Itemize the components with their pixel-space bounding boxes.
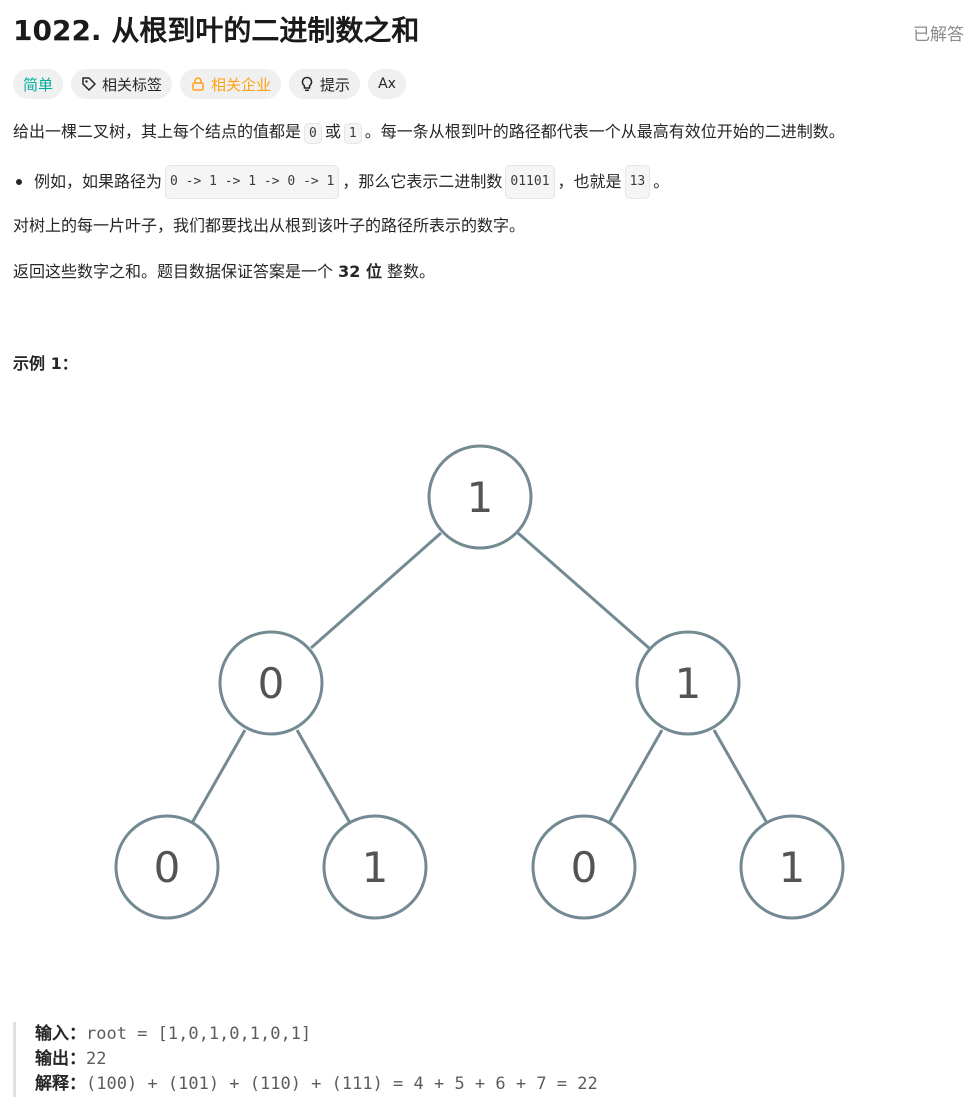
output-label: 输出：	[35, 1049, 86, 1069]
related-tags-label: 相关标签	[102, 75, 163, 94]
related-companies-label: 相关企业	[211, 75, 272, 94]
tree-node-root	[427, 444, 533, 550]
description-paragraph-4: 返回这些数字之和。题目数据保证答案是一个 32 位 整数。	[13, 262, 436, 281]
description-paragraph-3: 对树上的每一片叶子，我们都要找出从根到该叶子的路径所表示的数字。	[13, 216, 526, 235]
hint-label: 提示	[320, 75, 351, 94]
bold-32-bit: 32 位	[338, 262, 382, 281]
tree-node-label: 0	[154, 843, 181, 892]
tree-edge	[712, 729, 769, 824]
related-tags-button[interactable]: 相关标签	[71, 69, 173, 99]
inline-code-binary: 01101	[505, 165, 555, 199]
output-value: 22	[86, 1049, 107, 1069]
example-1-block: 输入：root = [1,0,1,0,1,0,1] 输出：22 解释：(100)…	[13, 1022, 598, 1097]
tree-node-right	[635, 630, 741, 736]
tree-node-label: 1	[467, 473, 494, 522]
difficulty-badge[interactable]: 简单	[13, 69, 64, 99]
example-output-row: 输出：22	[35, 1047, 598, 1072]
tree-node-left-left	[114, 814, 220, 920]
input-value: root = [1,0,1,0,1,0,1]	[86, 1024, 312, 1044]
inline-code-0: 0	[304, 123, 322, 144]
hint-button[interactable]: 提示	[289, 69, 361, 99]
problem-header: 1022. 从根到叶的二进制数之和 已解答	[13, 12, 966, 52]
lock-icon	[190, 76, 206, 92]
inline-code-1: 1	[343, 123, 362, 144]
example-explanation-row: 解释：(100) + (101) + (110) + (111) = 4 + 5…	[35, 1072, 598, 1097]
tree-node-label: 1	[675, 659, 702, 708]
tree-edge	[517, 531, 650, 650]
tree-node-left-right	[322, 814, 428, 920]
explanation-value: (100) + (101) + (110) + (111) = 4 + 5 + …	[86, 1074, 598, 1094]
tag-icon	[81, 76, 97, 92]
related-companies-button[interactable]: 相关企业	[180, 69, 282, 99]
difficulty-label: 简单	[23, 75, 54, 94]
translate-button[interactable]: Ax	[368, 69, 406, 99]
tree-node-label: 1	[779, 843, 806, 892]
example-tree-diagram: 1 0 1 0 1 0 1	[114, 444, 845, 920]
bullet-icon	[16, 179, 22, 185]
tree-node-label: 0	[258, 659, 285, 708]
inline-code-path: 0 -> 1 -> 1 -> 0 -> 1	[165, 165, 340, 199]
tree-node-label: 1	[362, 843, 389, 892]
translate-icon: Ax	[378, 76, 396, 92]
problem-title: 1022. 从根到叶的二进制数之和	[13, 14, 420, 47]
tree-edge	[295, 729, 352, 824]
tree-node-right-right	[739, 814, 845, 920]
tree-node-right-left	[531, 814, 637, 920]
example-input-row: 输入：root = [1,0,1,0,1,0,1]	[35, 1022, 598, 1047]
tree-edge	[310, 531, 442, 650]
tree-edge	[607, 729, 664, 824]
tag-bar: 简单 相关标签 相关企业 提示 Ax	[13, 69, 406, 99]
tree-node-label: 0	[571, 843, 598, 892]
solved-status: 已解答	[913, 25, 964, 45]
inline-code-decimal: 13	[624, 165, 651, 199]
tree-node-left	[218, 630, 324, 736]
example-1-title: 示例 1：	[13, 354, 78, 373]
lightbulb-icon	[299, 76, 315, 92]
tree-edge	[190, 729, 247, 824]
input-label: 输入：	[35, 1024, 86, 1044]
explanation-label: 解释：	[35, 1074, 86, 1094]
